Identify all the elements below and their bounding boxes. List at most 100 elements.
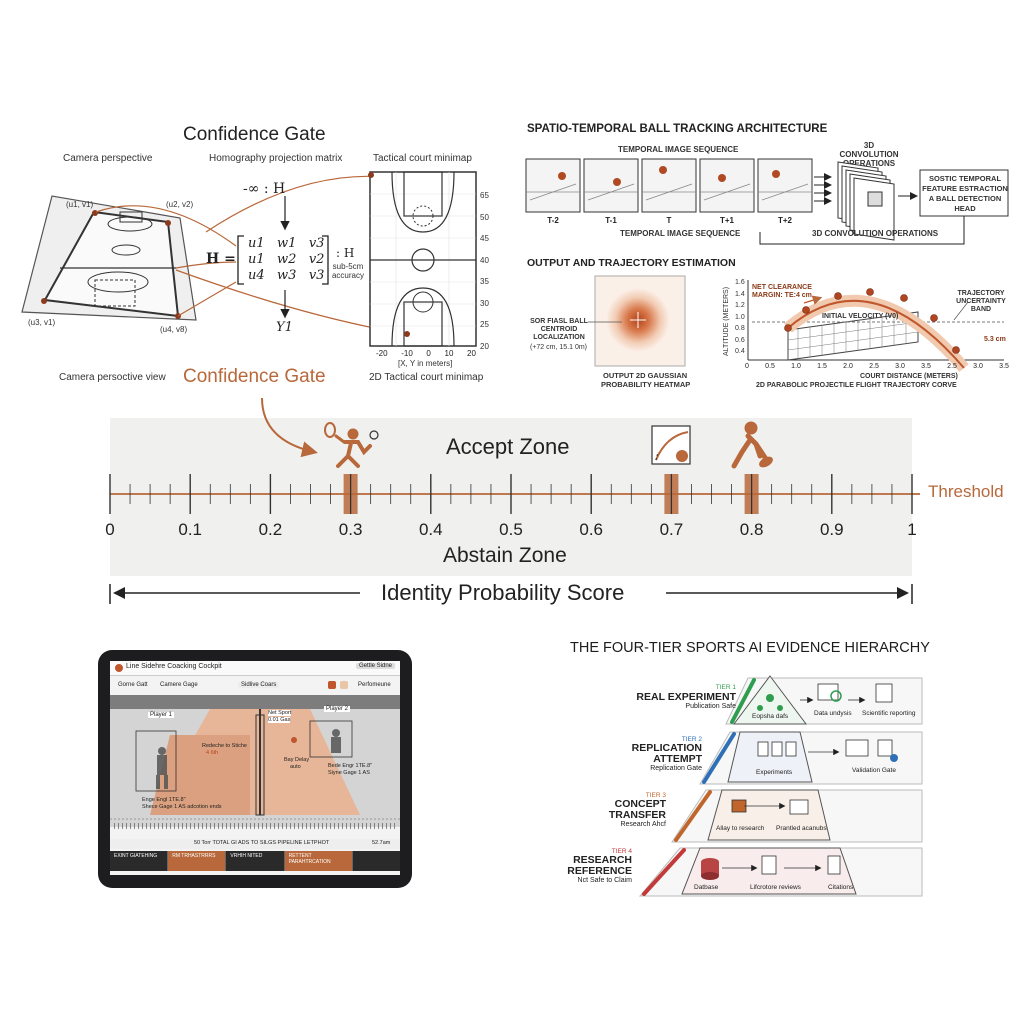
x-tick: -20 <box>376 349 388 358</box>
trajectory-caption: 2D PARABOLIC PROJECTILE FLIGHT TRAJECTOR… <box>756 382 957 389</box>
matrix-right-symbol: : H <box>336 246 355 260</box>
app-title: Line Sidehre Coacking Cockpit <box>126 663 222 670</box>
matrix-h-equals: H = <box>206 251 236 267</box>
hierarchy-title: THE FOUR-TIER SPORTS AI EVIDENCE HIERARC… <box>570 640 930 656</box>
y-tick: 1.4 <box>735 290 745 298</box>
x-tick: 2.5 <box>869 363 879 370</box>
y-tick: 1.0 <box>735 313 745 321</box>
x-tick: 0.5 <box>765 363 775 370</box>
x-tick: 10 <box>444 349 454 358</box>
top-button[interactable]: Gettle Sidne <box>356 663 396 669</box>
tier-number: TIER 3 <box>645 792 666 799</box>
timeline-ticks <box>114 823 396 829</box>
y-tick: 45 <box>480 234 489 243</box>
tracking-title: SPATIO-TEMPORAL BALL TRACKING ARCHITECTU… <box>527 123 828 135</box>
toolbar-item[interactable]: Sidlive Coars <box>238 682 280 688</box>
status-value: 52.7am <box>372 840 391 846</box>
tier-3-label: TIER 3 CONCEPT TRANSFER Research Ahcf <box>584 792 666 828</box>
tier-number: TIER 2 <box>681 736 702 743</box>
scale-axis-title: Identity Probability Score <box>381 580 625 605</box>
sequence-label-bottom: TEMPORAL IMAGE SEQUENCE <box>620 229 741 238</box>
bottom-tab[interactable]: RM TRHASTRRRS <box>168 851 227 871</box>
scale-tick-label: 0.1 <box>178 520 202 539</box>
x-tick: 2.0 <box>843 363 853 370</box>
x-tick: 2.5 <box>947 363 957 370</box>
scale-tick-label: 0.2 <box>258 520 283 539</box>
scale-tick-label: 0.9 <box>819 520 844 539</box>
bottom-tab[interactable] <box>352 851 400 871</box>
tier-number: TIER 1 <box>715 684 736 691</box>
output-symbol: Y1 <box>276 320 293 335</box>
bottom-tab[interactable]: RETTENT PARAHTRCATION <box>284 851 353 871</box>
bottom-tab[interactable]: EXINT GIATEHING <box>110 851 169 871</box>
right-note: Bede Engr 1TE.8" <box>328 763 373 769</box>
tier1-item: Data undysis <box>814 710 852 717</box>
tier-name: RESEARCH REFERENCE <box>567 854 632 877</box>
right-note-2: Siyne Gage 1 AS <box>328 770 370 776</box>
x-tick: 3.0 <box>895 363 905 370</box>
matrix-body: u1 w1 v3 u1 w2 v2 u4 w3 v3 <box>248 236 324 284</box>
threshold-label: Threshold <box>928 482 1004 501</box>
toolbar: Gorne Gatt Camere Gage Sidlive Coars Per… <box>110 679 400 693</box>
conv-label-top: 3D CONVOLUTION OPERATIONS <box>839 141 899 168</box>
corner-label-bl: (u3, v1) <box>28 318 56 327</box>
tier-sub: Nct Safe to Claim <box>577 877 632 884</box>
corner-label-tl: (u1, v1) <box>66 200 94 209</box>
tier4-item: Citations <box>828 884 854 891</box>
localization-label: SOR FIASL BALL CENTROID LOCALIZATION <box>530 318 588 341</box>
y-tick: 35 <box>480 277 489 286</box>
frame-label: T+1 <box>719 216 734 225</box>
x-tick: 1.5 <box>817 363 827 370</box>
app-header: Line Sidehre Coacking Cockpit Gettle Sid… <box>110 661 400 676</box>
toolbar-item[interactable]: Camere Gage <box>160 682 198 688</box>
matrix-row: u1 w1 v3 <box>248 236 325 251</box>
tier-1-label: TIER 1 REAL EXPERIMENT Publication Safe <box>620 684 736 710</box>
traj-x-axis-label: COURT DISTANCE (METERS) <box>860 373 958 380</box>
initial-velocity-note: INITIAL VELOCITY (V0) <box>822 313 899 320</box>
frame-label: T+2 <box>777 216 792 225</box>
tier-sub: Publication Safe <box>685 703 736 710</box>
abstain-zone-label: Abstain Zone <box>443 544 567 567</box>
accept-zone-label: Accept Zone <box>446 434 570 459</box>
bottom-tab[interactable]: VRHIH NITED <box>226 851 285 871</box>
scale-tick-label: 0.3 <box>338 520 363 539</box>
frame-labels: T-2 T-1 T T+1 T+2 <box>526 216 812 225</box>
camera-perspective-label: Camera perspective <box>63 153 153 164</box>
x-tick: 1.0 <box>791 363 801 370</box>
scale-tick-label: 0.6 <box>579 520 603 539</box>
scale-tick-label: 0.5 <box>499 520 523 539</box>
tier1-item: Eopsha dafs <box>752 713 789 720</box>
tier-name: CONCEPT TRANSFER <box>608 798 666 821</box>
output-title: OUTPUT AND TRAJECTORY ESTIMATION <box>527 257 736 269</box>
left-note-2: 4 6th <box>206 750 219 756</box>
y-tick: 1.6 <box>735 279 745 286</box>
minimap-y-ticks: 65 50 45 40 35 30 25 20 <box>480 185 489 357</box>
net-clearance-note: NET CLEARANCE MARGIN: TE:4 cm <box>752 284 812 299</box>
minimap-caption: 2D Tactical court minimap <box>369 372 484 383</box>
tier-number: TIER 4 <box>611 848 632 855</box>
alert-icon[interactable] <box>340 681 348 689</box>
toolbar-item[interactable]: Perfomeune <box>358 682 391 688</box>
frame-label: T-2 <box>547 216 559 225</box>
player1-label: Player 1 <box>148 712 175 718</box>
tier3-item: Prantled acanubs <box>776 825 827 832</box>
tier4-item: Lifcrotore reviews <box>750 884 801 891</box>
camera-view-caption: Camera persoctive view <box>59 372 166 383</box>
minimap-x-ticks: -20 -10 0 10 20 <box>376 349 476 358</box>
record-button[interactable] <box>328 681 336 689</box>
y-tick: 25 <box>480 320 489 329</box>
accuracy-note: sub-5cm accuracy <box>331 262 364 280</box>
matrix-row: u1 w2 v2 <box>248 252 325 267</box>
scale-tick-label: 0.4 <box>418 520 443 539</box>
x-tick: 20 <box>467 349 476 358</box>
app-logo-icon <box>115 664 123 672</box>
left-note: Redeche to Stiche <box>202 743 247 749</box>
minimap-axis-label: [X, Y in meters] <box>398 359 453 368</box>
tier-sub: Research Ahcf <box>620 821 666 828</box>
toolbar-item[interactable]: Gorne Gatt <box>118 682 148 688</box>
detection-head-label: SOSTIC TEMPORAL FEATURE ESTRACTION A BAL… <box>922 174 1008 213</box>
